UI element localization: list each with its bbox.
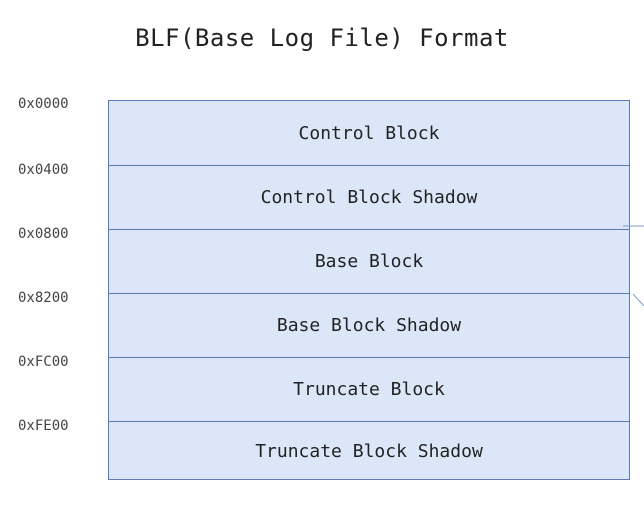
base-block-shadow: Base Block Shadow xyxy=(109,293,629,357)
control-block-shadow: Control Block Shadow xyxy=(109,165,629,229)
diagram-title: BLF(Base Log File) Format xyxy=(135,24,509,52)
offset-label-0800: 0x0800 xyxy=(18,226,69,242)
blf-layout: 0x0000 0x0400 0x0800 0x8200 0xFC00 0xFE0… xyxy=(18,96,630,486)
offset-label-0000: 0x0000 xyxy=(18,96,69,112)
control-block: Control Block xyxy=(298,122,440,144)
offset-label-8200: 0x8200 xyxy=(18,290,69,306)
connector-mark-bottom xyxy=(632,293,644,307)
offset-label-fc00: 0xFC00 xyxy=(18,354,69,370)
block-stack: Control Block Control Block Shadow Base … xyxy=(108,100,630,480)
offset-label-fe00: 0xFE00 xyxy=(18,418,69,434)
offset-label-0400: 0x0400 xyxy=(18,162,69,178)
base-block: Base Block xyxy=(109,229,629,293)
truncate-block: Truncate Block xyxy=(109,357,629,421)
offset-column: 0x0000 0x0400 0x0800 0x8200 0xFC00 0xFE0… xyxy=(18,96,104,486)
truncate-block-shadow: Truncate Block Shadow xyxy=(109,421,629,481)
